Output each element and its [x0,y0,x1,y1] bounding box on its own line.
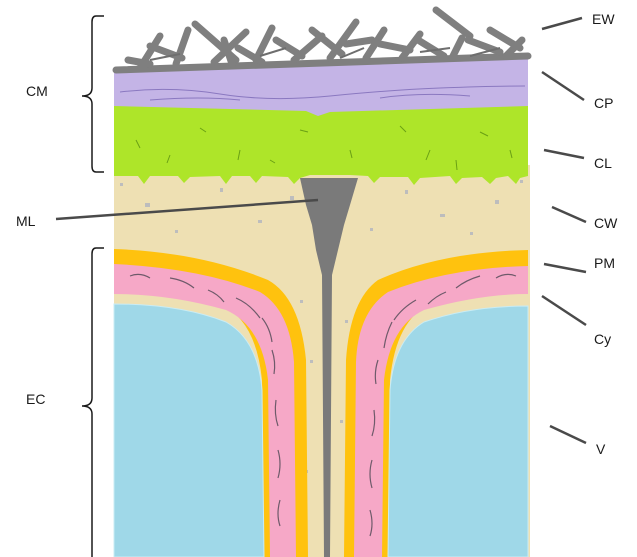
label-cl: CL [594,155,612,171]
leader-line-v [550,426,586,443]
leader-line-cw [552,207,586,222]
epicuticular-wax [116,10,528,70]
label-ml: ML [16,213,36,229]
leader-line-pm [544,264,586,272]
leader-line-cl [544,150,584,158]
brackets [82,16,104,557]
bracket-ec [82,248,104,557]
cuticular-layer [114,104,528,185]
label-cm: CM [26,83,48,99]
leader-line-ew [542,18,582,29]
bracket-cm [82,16,104,172]
label-pm: PM [594,255,615,271]
label-cw: CW [594,215,618,231]
label-cy: Cy [594,331,611,347]
vacuole-right [388,306,528,557]
label-ec: EC [26,391,45,407]
leader-line-cy [542,296,586,325]
label-v: V [596,441,606,457]
label-cp: CP [594,95,613,111]
label-ew: EW [592,11,615,27]
leader-line-cp [542,72,584,100]
vacuole-left [114,304,264,557]
